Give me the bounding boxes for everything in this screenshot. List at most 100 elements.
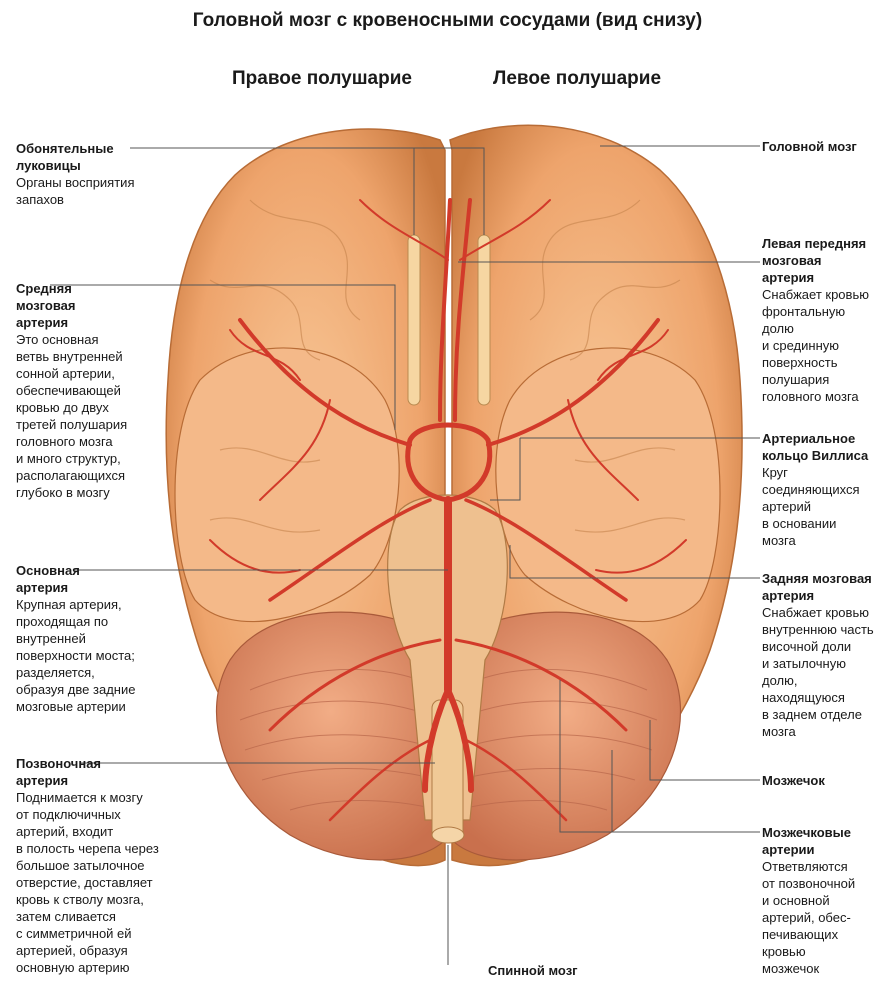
aca-desc-4: и срединную [762,338,840,353]
label-spinal-cord: Спинной мозг [488,962,628,979]
mca-desc-4: обеспечивающей [16,383,121,398]
mca-heading-1: Средняя [16,281,72,296]
mca-desc-9: располагающихся [16,468,126,483]
right-cerebellum-half [216,611,446,861]
cerebellar-desc-1: Ответвляются [762,859,848,874]
basilar-desc-7: мозговые артерии [16,699,126,714]
willis-desc-4: в основании [762,516,837,531]
vertebral-desc-11: основную артерию [16,960,130,975]
willis-heading-1: Артериальное [762,431,856,446]
vertebral-desc-4: в полость черепа через [16,841,159,856]
cerebellar-heading-1: Мозжечковые [762,825,851,840]
willis-desc-2: соединяющихся [762,482,860,497]
right-hemisphere-heading: Правое полушарие [232,68,412,89]
label-olfactory-bulbs: Обонятельные луковицы Органы восприятия … [16,140,176,208]
left-hemisphere-heading: Левое полушарие [493,68,662,89]
basilar-heading-2: артерия [16,580,69,595]
basilar-desc-6: образуя две задние [16,682,136,697]
mca-heading-3: артерия [16,315,69,330]
pca-heading-2: артерия [762,588,815,603]
mca-desc-2: ветвь внутренней [16,349,123,364]
vertebral-heading-1: Позвоночная [16,756,102,771]
basilar-heading-1: Основная [16,563,80,578]
olfactory-desc-1: Органы восприятия [16,175,135,190]
leader-lines [50,145,760,965]
left-olfactory-tract [477,234,491,406]
pca-desc-2: внутреннюю часть [762,622,874,637]
aca-desc-1: Снабжает кровью [762,287,869,302]
left-cerebellum-half [451,611,681,861]
mca-heading-2: мозговая [16,298,76,313]
aca-desc-2: фронтальную [762,304,846,319]
arteries [209,198,687,822]
basilar-desc-4: поверхности моста; [16,648,135,663]
cerebellar-desc-3: и основной [762,893,830,908]
olfactory-heading-1: Обонятельные [16,141,114,156]
cerebellar-desc-7: мозжечок [762,961,820,976]
right-olfactory-tract [407,234,421,406]
pca-desc-5: долю, [762,673,798,688]
label-middle-cerebral-artery: Средняя мозговая артерия Это основная ве… [16,280,176,501]
label-basilar-artery: Основная артерия Крупная артерия, проход… [16,562,176,715]
label-vertebral-artery: Позвоночная артерия Поднимается к мозгу … [16,755,176,976]
aca-desc-3: долю [762,321,794,336]
cerebellar-desc-6: кровью [762,944,806,959]
vertebral-desc-7: кровь к стволу мозга, [16,892,144,907]
cerebellar-heading-2: артерии [762,842,815,857]
mca-desc-3: сонной артерии, [16,366,115,381]
pca-desc-7: в заднем отделе [762,707,862,722]
pca-heading-1: Задняя мозговая [762,571,872,586]
aca-heading-3: артерия [762,270,815,285]
vertebral-desc-8: затем сливается [16,909,116,924]
gyri-lines [209,199,686,533]
willis-desc-1: Круг [762,465,788,480]
aca-heading-2: мозговая [762,253,822,268]
vertebral-desc-5: большое затылочное [16,858,145,873]
cerebellum-heading: Мозжечок [762,773,825,788]
vertebral-desc-9: с симметричной ей [16,926,132,941]
mca-desc-5: кровью до двух [16,400,109,415]
vertebral-desc-3: артерий, входит [16,824,114,839]
spinal-cord-heading: Спинной мозг [488,963,578,978]
vertebral-desc-6: отверстие, доставляет [16,875,153,890]
vertebral-desc-2: от подключичных [16,807,121,822]
cerebellar-desc-4: артерий, обес- [762,910,851,925]
mca-desc-1: Это основная [16,332,99,347]
mca-desc-8: и много структур, [16,451,121,466]
basilar-desc-1: Крупная артерия, [16,597,122,612]
pca-desc-8: мозга [762,724,796,739]
label-circle-of-willis: Артериальное кольцо Виллиса Круг соединя… [762,430,890,549]
mca-desc-6: третей полушария [16,417,128,432]
cerebellar-desc-5: печивающих [762,927,839,942]
pca-desc-4: и затылочную [762,656,846,671]
vertebral-heading-2: артерия [16,773,69,788]
label-brain: Головной мозг [762,138,890,155]
vertebral-desc-1: Поднимается к мозгу [16,790,143,805]
basilar-desc-2: проходящая по [16,614,109,629]
pca-desc-3: височной доли [762,639,852,654]
cerebellar-desc-2: от позвоночной [762,876,856,891]
pca-desc-6: находящуюся [762,690,845,705]
label-cerebellum: Мозжечок [762,772,890,789]
pca-desc-1: Снабжает кровью [762,605,869,620]
diagram-title: Головной мозг с кровеносными сосудами (в… [192,10,703,31]
mca-desc-10: глубоко в мозгу [16,485,110,500]
olfactory-heading-2: луковицы [16,158,81,173]
willis-desc-5: мозга [762,533,796,548]
basilar-desc-3: внутренней [16,631,86,646]
aca-heading-1: Левая передняя [762,236,867,251]
brain-heading: Головной мозг [762,139,857,154]
vertebral-desc-10: артерией, образуя [16,943,128,958]
label-posterior-cerebral-artery: Задняя мозговая артерия Снабжает кровью … [762,570,890,740]
aca-desc-6: полушария [762,372,830,387]
aca-desc-5: поверхность [762,355,838,370]
label-cerebellar-arteries: Мозжечковые артерии Ответвляются от позв… [762,824,890,977]
willis-desc-3: артерий [762,499,811,514]
mca-desc-7: головного мозга [16,434,113,449]
label-anterior-cerebral-artery: Левая передняя мозговая артерия Снабжает… [762,235,890,405]
willis-heading-2: кольцо Виллиса [762,448,869,463]
olfactory-desc-2: запахов [16,192,64,207]
basilar-desc-5: разделяется, [16,665,95,680]
aca-desc-7: головного мозга [762,389,859,404]
